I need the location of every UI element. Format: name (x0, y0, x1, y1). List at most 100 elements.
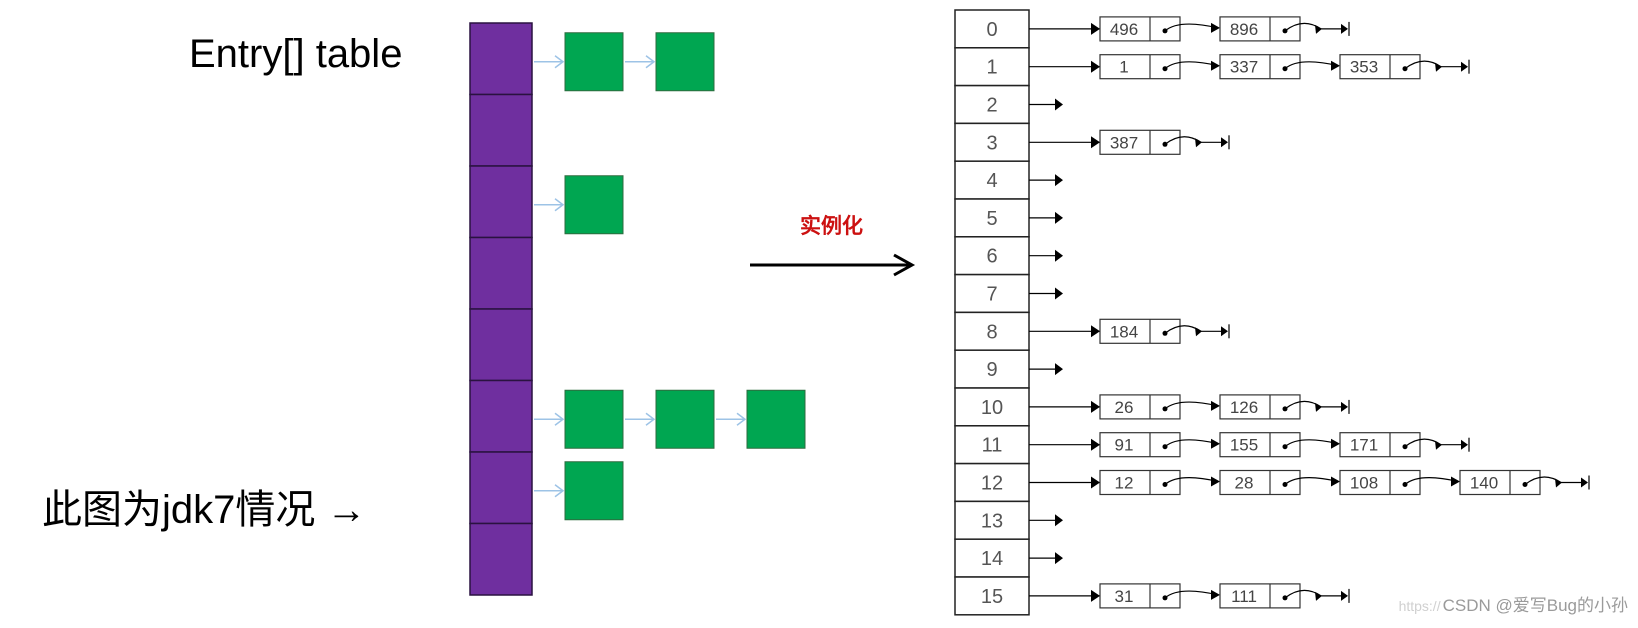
next-link-head (1211, 438, 1220, 449)
null-pointer-head (1055, 552, 1063, 565)
null-pointer-head (1055, 174, 1063, 187)
bucket-cell (954, 538, 1030, 578)
entry-table-label: Entry[] table (189, 32, 403, 76)
bucket-row: 14 (954, 538, 1063, 578)
list-node (1219, 583, 1301, 609)
bucket-index: 10 (981, 397, 1003, 419)
tail-end-head (1461, 61, 1468, 72)
entry-array (469, 22, 806, 596)
list-node (1099, 129, 1181, 155)
node-key: 108 (1350, 474, 1378, 493)
bucket-cell (954, 9, 1030, 49)
next-link-head (1211, 476, 1220, 487)
bucket-index: 2 (986, 95, 997, 117)
tail-arrow-head (1555, 478, 1562, 488)
bucket-index: 12 (981, 473, 1003, 495)
tail-arrow-head (1195, 327, 1202, 337)
array-slot (469, 308, 533, 382)
node-key: 171 (1350, 436, 1378, 455)
bucket-cell (954, 311, 1030, 351)
node-key: 184 (1110, 322, 1138, 341)
null-pointer-head (1055, 287, 1063, 300)
entry-node (655, 389, 715, 449)
null-pointer-head (1055, 363, 1063, 376)
watermark: https://CSDN @爱写Bug的小孙 (1399, 591, 1628, 616)
bucket-row: 2 (954, 84, 1063, 125)
bucket-pointer-head (1091, 22, 1100, 35)
next-link-head (1211, 589, 1220, 600)
node-key: 155 (1230, 436, 1258, 455)
list-node (1099, 318, 1181, 344)
next-link-head (1331, 476, 1340, 487)
tail-arrow-head (1315, 402, 1322, 412)
node-key: 111 (1231, 587, 1257, 606)
tail-end-head (1461, 439, 1468, 450)
node-key: 26 (1115, 398, 1134, 417)
bucket-index: 11 (982, 435, 1003, 457)
tail-end-head (1341, 401, 1348, 412)
watermark-text: CSDN @爱写Bug的小孙 (1442, 596, 1628, 615)
tail-end-head (1221, 326, 1228, 337)
array-slot (469, 93, 533, 167)
bucket-index: 5 (986, 208, 997, 230)
tail-arrow-head (1435, 62, 1442, 72)
node-key: 91 (1115, 436, 1134, 455)
node-key: 140 (1470, 474, 1498, 493)
bucket-index: 7 (986, 284, 997, 306)
bucket-cell (954, 273, 1030, 314)
bucket-pointer-head (1091, 476, 1100, 489)
bucket-cell (954, 198, 1030, 238)
bucket-cell (954, 47, 1030, 87)
entry-node (564, 461, 624, 521)
list-node (1219, 394, 1301, 420)
entry-node (564, 175, 624, 235)
tail-arrow-head (1315, 24, 1322, 34)
bucket-row: 6 (954, 236, 1063, 276)
array-slot (469, 379, 533, 453)
node-key: 337 (1230, 58, 1258, 77)
bucket-pointer-head (1091, 60, 1100, 73)
tail-end-head (1581, 477, 1588, 488)
bucket-pointer-head (1091, 438, 1100, 451)
bucket-row: 4 (954, 160, 1063, 200)
link-arrow-head (554, 55, 565, 69)
bucket-cell (954, 387, 1030, 427)
list-node (1339, 432, 1421, 458)
entry-node (746, 389, 806, 449)
node-key: 896 (1230, 20, 1258, 39)
bucket-index: 9 (986, 359, 997, 381)
node-key: 387 (1110, 133, 1138, 152)
entry-node (564, 32, 624, 92)
bucket-cell (954, 576, 1030, 616)
next-link-head (1211, 400, 1220, 411)
bucket-pointer-head (1091, 136, 1100, 149)
null-pointer-head (1055, 249, 1063, 262)
bucket-index: 4 (986, 170, 997, 192)
node-key: 353 (1350, 58, 1378, 77)
next-link-head (1211, 60, 1220, 71)
bucket-pointer-head (1091, 589, 1100, 602)
array-slot (469, 451, 533, 525)
bucket-row: 11 91 155 171 (954, 425, 1470, 465)
instantiate-caption: 实例化 (800, 213, 863, 238)
bucket-pointer-head (1091, 325, 1100, 338)
array-slot (469, 236, 533, 310)
list-node (1459, 469, 1541, 496)
bucket-index: 0 (986, 19, 997, 41)
bucket-cell (954, 236, 1030, 276)
tail-arrow-head (1315, 591, 1322, 601)
entry-node (564, 389, 624, 449)
tail-arrow-head (1435, 440, 1442, 450)
link-arrow-head (645, 412, 656, 426)
link-arrow-head (645, 55, 656, 69)
null-pointer-head (1055, 211, 1063, 224)
link-arrow-head (554, 484, 565, 498)
bucket-row: 7 (954, 273, 1063, 314)
bucket-row: 13 (954, 500, 1063, 540)
array-slot (469, 522, 533, 596)
bucket-cell (954, 122, 1030, 162)
